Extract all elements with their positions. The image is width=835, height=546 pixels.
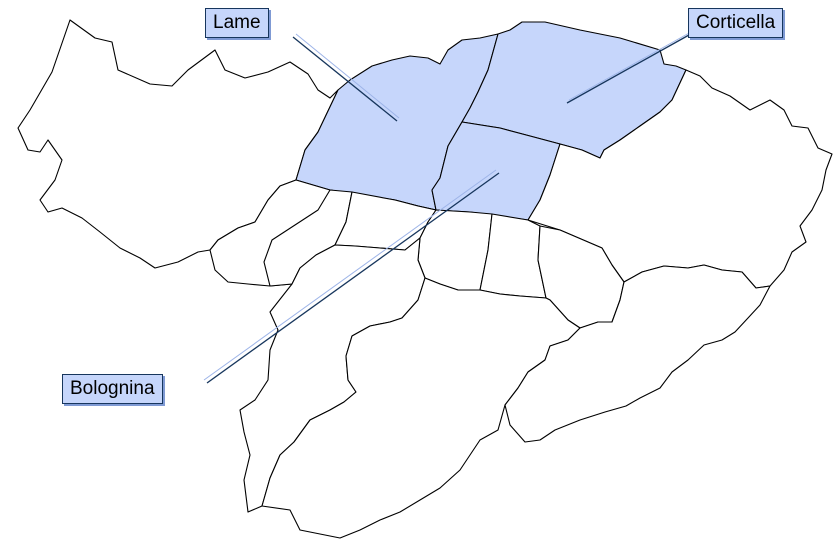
lame-leader-line-dark	[292, 36, 398, 122]
label-corticella: Corticella	[688, 8, 784, 38]
district-center-3[interactable]	[417, 209, 493, 291]
district-east[interactable]	[527, 69, 833, 289]
bolognina-leader-line	[203, 169, 497, 381]
corticella-leader-line-dark	[566, 34, 690, 104]
bolognina-leader-line-dark	[206, 172, 500, 384]
district-south[interactable]	[261, 277, 581, 539]
label-bolognina: Bolognina	[62, 374, 163, 404]
district-south-east[interactable]	[504, 264, 771, 443]
label-lame: Lame	[205, 8, 269, 38]
corticella-leader-line	[568, 31, 692, 101]
lame-leader-line	[295, 33, 400, 119]
